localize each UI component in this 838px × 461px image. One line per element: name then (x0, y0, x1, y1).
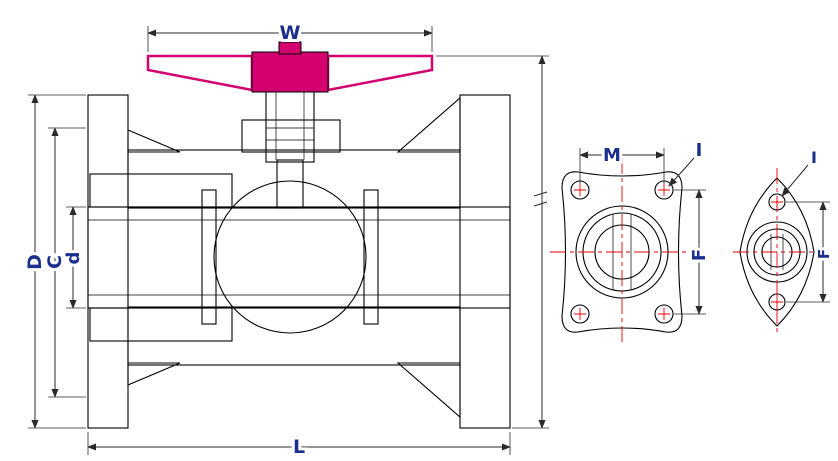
dim-d-outer: D (21, 94, 86, 429)
body-bottom-wall (127, 306, 461, 366)
stem-slot (276, 159, 304, 209)
dim-label-i-square: I (696, 140, 703, 161)
height-tick-mark-1 (533, 191, 548, 197)
dim-label-l: L (293, 436, 305, 458)
square-flange-end-view: M I F (550, 137, 713, 346)
seat-ring-left (201, 189, 217, 325)
valve-body (87, 94, 511, 429)
body-taper-top-right (396, 96, 461, 153)
dim-l: L (87, 432, 511, 461)
bolt-hole-centermark-br (658, 308, 670, 320)
dim-label-d-outer: D (24, 254, 46, 270)
ball (213, 180, 367, 334)
dim-label-c: C (44, 255, 66, 269)
handle-wing-right (326, 54, 434, 92)
bolt-hole-centermark-bl (574, 308, 586, 320)
stem-assembly (265, 89, 315, 163)
dim-i-leader-oval (781, 164, 809, 197)
dim-label-i-oval: I (811, 148, 817, 167)
stem (265, 89, 315, 163)
dim-height-right (436, 55, 549, 429)
right-flange (459, 94, 511, 429)
bolt-hole-bottom-right (654, 304, 674, 324)
main-section-view: W D C (21, 19, 549, 461)
dim-c: C (41, 127, 86, 398)
dim-d-bore: d (60, 206, 87, 309)
dimensions-oval-view: I F (781, 145, 836, 303)
bolt-hole-bottom-left (570, 304, 590, 324)
dim-w: W (147, 19, 433, 52)
handle (146, 41, 434, 93)
seat-insert-top (89, 173, 233, 208)
left-flange (87, 94, 129, 429)
bore-channel (87, 206, 511, 309)
bolt-hole-centermark-tl (574, 184, 586, 196)
handle-hub (251, 51, 329, 93)
dim-label-f-square: F (689, 249, 710, 261)
handle-wing-left (146, 54, 254, 92)
bolt-hole-centermark-tr (658, 184, 670, 196)
oval-flange-outline (739, 177, 815, 327)
bonnet (241, 119, 341, 153)
dimensions-main-view: W D C (21, 19, 549, 461)
body-taper-bottom-right (396, 362, 461, 419)
oval-flange-end-view: I F (733, 145, 836, 336)
dim-label-m: M (603, 145, 621, 166)
dim-label-w: W (280, 22, 301, 44)
dim-label-f-oval: F (815, 249, 833, 259)
stem-nut (278, 41, 302, 55)
dimensions-square-view: M I F (579, 137, 713, 315)
body-taper-bottom-left (127, 362, 181, 386)
seat-insert-bottom (89, 307, 233, 342)
height-tick-mark-2 (533, 201, 548, 207)
seat-ring-right (363, 189, 379, 325)
square-flange-outline (561, 171, 683, 333)
body-taper-top-left (127, 129, 181, 153)
dim-label-d-bore: d (63, 252, 84, 265)
body-top-wall (127, 149, 461, 209)
dim-i-leader-square (668, 157, 695, 187)
